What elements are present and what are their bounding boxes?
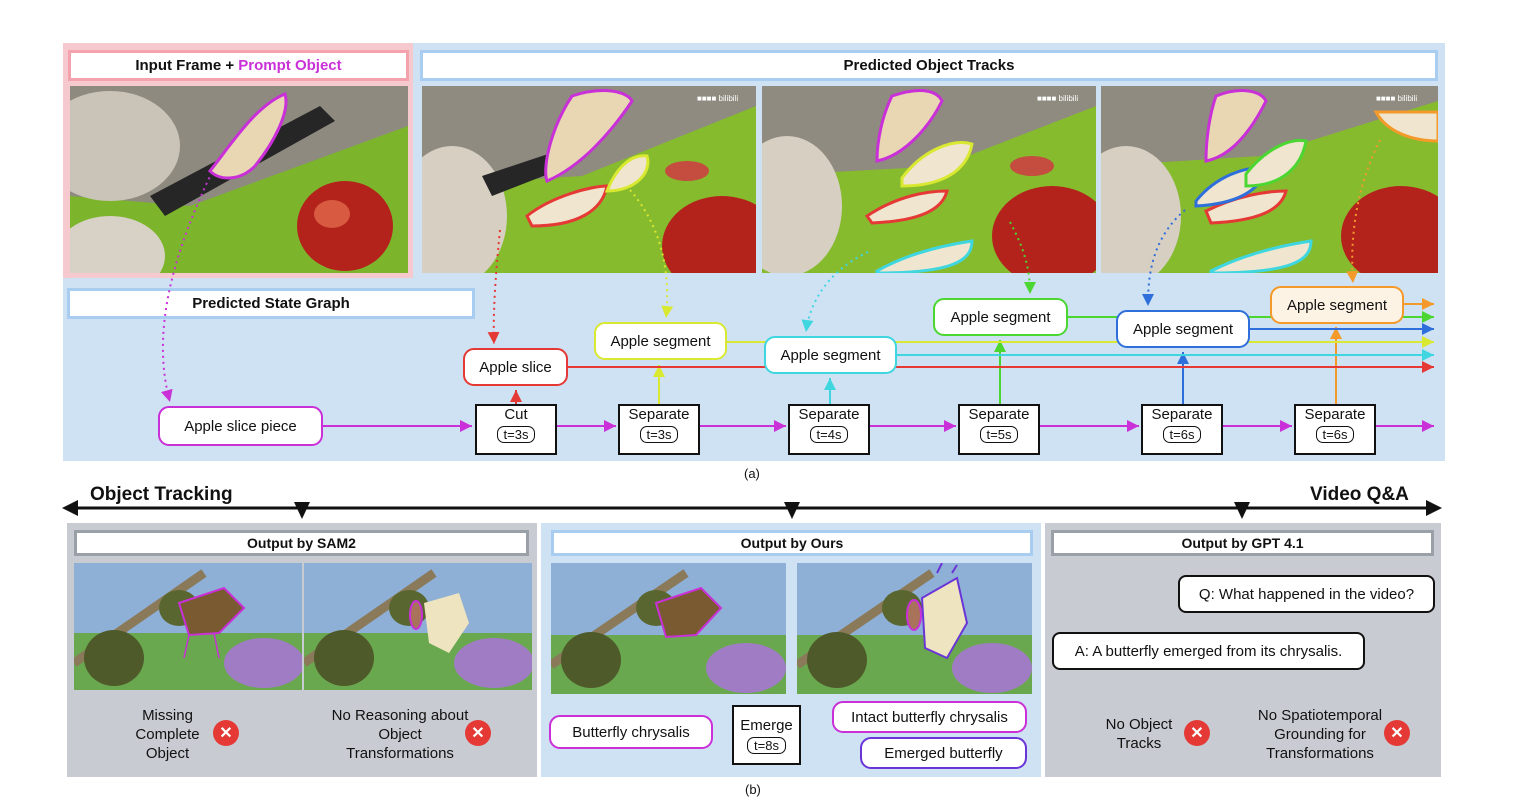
cross-icon: ✕ bbox=[1184, 720, 1210, 746]
state-node-apple-segment-orange: Apple segment bbox=[1270, 286, 1404, 324]
gpt-header: Output by GPT 4.1 bbox=[1051, 530, 1434, 556]
caption-b: (b) bbox=[745, 782, 761, 797]
predicted-tracks-header: Predicted Object Tracks bbox=[420, 50, 1438, 81]
watermark-3: ■■■■ bilibili bbox=[1376, 94, 1417, 103]
track-frame-3: ■■■■ bilibili bbox=[1101, 86, 1438, 273]
state-node-apple-segment-green: Apple segment bbox=[933, 298, 1068, 336]
ours-action-emerge: Emerge t=8s bbox=[732, 705, 801, 765]
action-time: t=3s bbox=[639, 426, 679, 443]
cross-icon: ✕ bbox=[1384, 720, 1410, 746]
sam2-frame-1 bbox=[74, 563, 302, 690]
ours-node-butterfly-chrysalis: Butterfly chrysalis bbox=[549, 715, 713, 749]
state-node-apple-segment-blue: Apple segment bbox=[1116, 310, 1250, 348]
predicted-state-graph-header: Predicted State Graph bbox=[67, 288, 475, 319]
gpt-note-no-grounding: No Spatiotemporal Grounding for Transfor… bbox=[1257, 707, 1383, 762]
watermark-2: ■■■■ bilibili bbox=[1037, 94, 1078, 103]
sam2-note-missing-object: Missing Complete Object bbox=[135, 707, 200, 762]
action-name: Separate bbox=[968, 406, 1030, 423]
ours-frame-1 bbox=[551, 563, 786, 694]
sam2-frame-2 bbox=[304, 563, 532, 690]
action-time: t=6s bbox=[1315, 426, 1355, 443]
state-node-apple-slice: Apple slice bbox=[463, 348, 568, 386]
action-name: Separate bbox=[1304, 406, 1366, 423]
sam2-note-no-reasoning: No Reasoning about Object Transformation… bbox=[331, 707, 469, 762]
input-frame-image bbox=[70, 86, 408, 273]
action-node-separate-4: Separate t=6s bbox=[1141, 404, 1223, 455]
action-name: Separate bbox=[628, 406, 690, 423]
action-name: Separate bbox=[1151, 406, 1213, 423]
watermark-1: ■■■■ bilibili bbox=[697, 94, 738, 103]
input-frame-label: Input Frame + bbox=[135, 57, 239, 74]
caption-a: (a) bbox=[744, 466, 760, 481]
state-node-apple-segment-cyan: Apple segment bbox=[764, 336, 897, 374]
track-frame-1: ■■■■ bilibili bbox=[422, 86, 756, 273]
action-time: t=6s bbox=[1162, 426, 1202, 443]
input-frame-header: Input Frame + Prompt Object bbox=[68, 50, 409, 81]
state-node-apple-segment-yellow: Apple segment bbox=[594, 322, 727, 360]
action-node-separate-5: Separate t=6s bbox=[1294, 404, 1376, 455]
ours-frame-2 bbox=[797, 563, 1032, 694]
gpt-question-bubble: Q: What happened in the video? bbox=[1178, 575, 1435, 613]
action-name: Cut bbox=[504, 406, 528, 423]
action-time: t=4s bbox=[809, 426, 849, 443]
action-time: t=5s bbox=[979, 426, 1019, 443]
action-time: t=3s bbox=[496, 426, 536, 443]
action-name: Emerge bbox=[740, 716, 793, 734]
ours-header: Output by Ours bbox=[551, 530, 1033, 556]
axis-label-video-qa: Video Q&A bbox=[1310, 484, 1409, 505]
sam2-header: Output by SAM2 bbox=[74, 530, 529, 556]
action-node-separate-1: Separate t=3s bbox=[618, 404, 700, 455]
cross-icon: ✕ bbox=[465, 720, 491, 746]
action-node-separate-3: Separate t=5s bbox=[958, 404, 1040, 455]
gpt-note-no-tracks: No Object Tracks bbox=[1105, 716, 1173, 752]
action-name: Separate bbox=[798, 406, 860, 423]
cross-icon: ✕ bbox=[213, 720, 239, 746]
axis-label-object-tracking: Object Tracking bbox=[90, 484, 233, 505]
gpt-answer-bubble: A: A butterfly emerged from its chrysali… bbox=[1052, 632, 1365, 670]
action-time: t=8s bbox=[747, 736, 786, 754]
action-node-separate-2: Separate t=4s bbox=[788, 404, 870, 455]
action-node-cut: Cut t=3s bbox=[475, 404, 557, 455]
state-node-apple-slice-piece: Apple slice piece bbox=[158, 406, 323, 446]
track-frame-2: ■■■■ bilibili bbox=[762, 86, 1096, 273]
prompt-object-label: Prompt Object bbox=[238, 57, 342, 74]
ours-node-intact-chrysalis: Intact butterfly chrysalis bbox=[832, 701, 1027, 733]
ours-node-emerged-butterfly: Emerged butterfly bbox=[860, 737, 1027, 769]
